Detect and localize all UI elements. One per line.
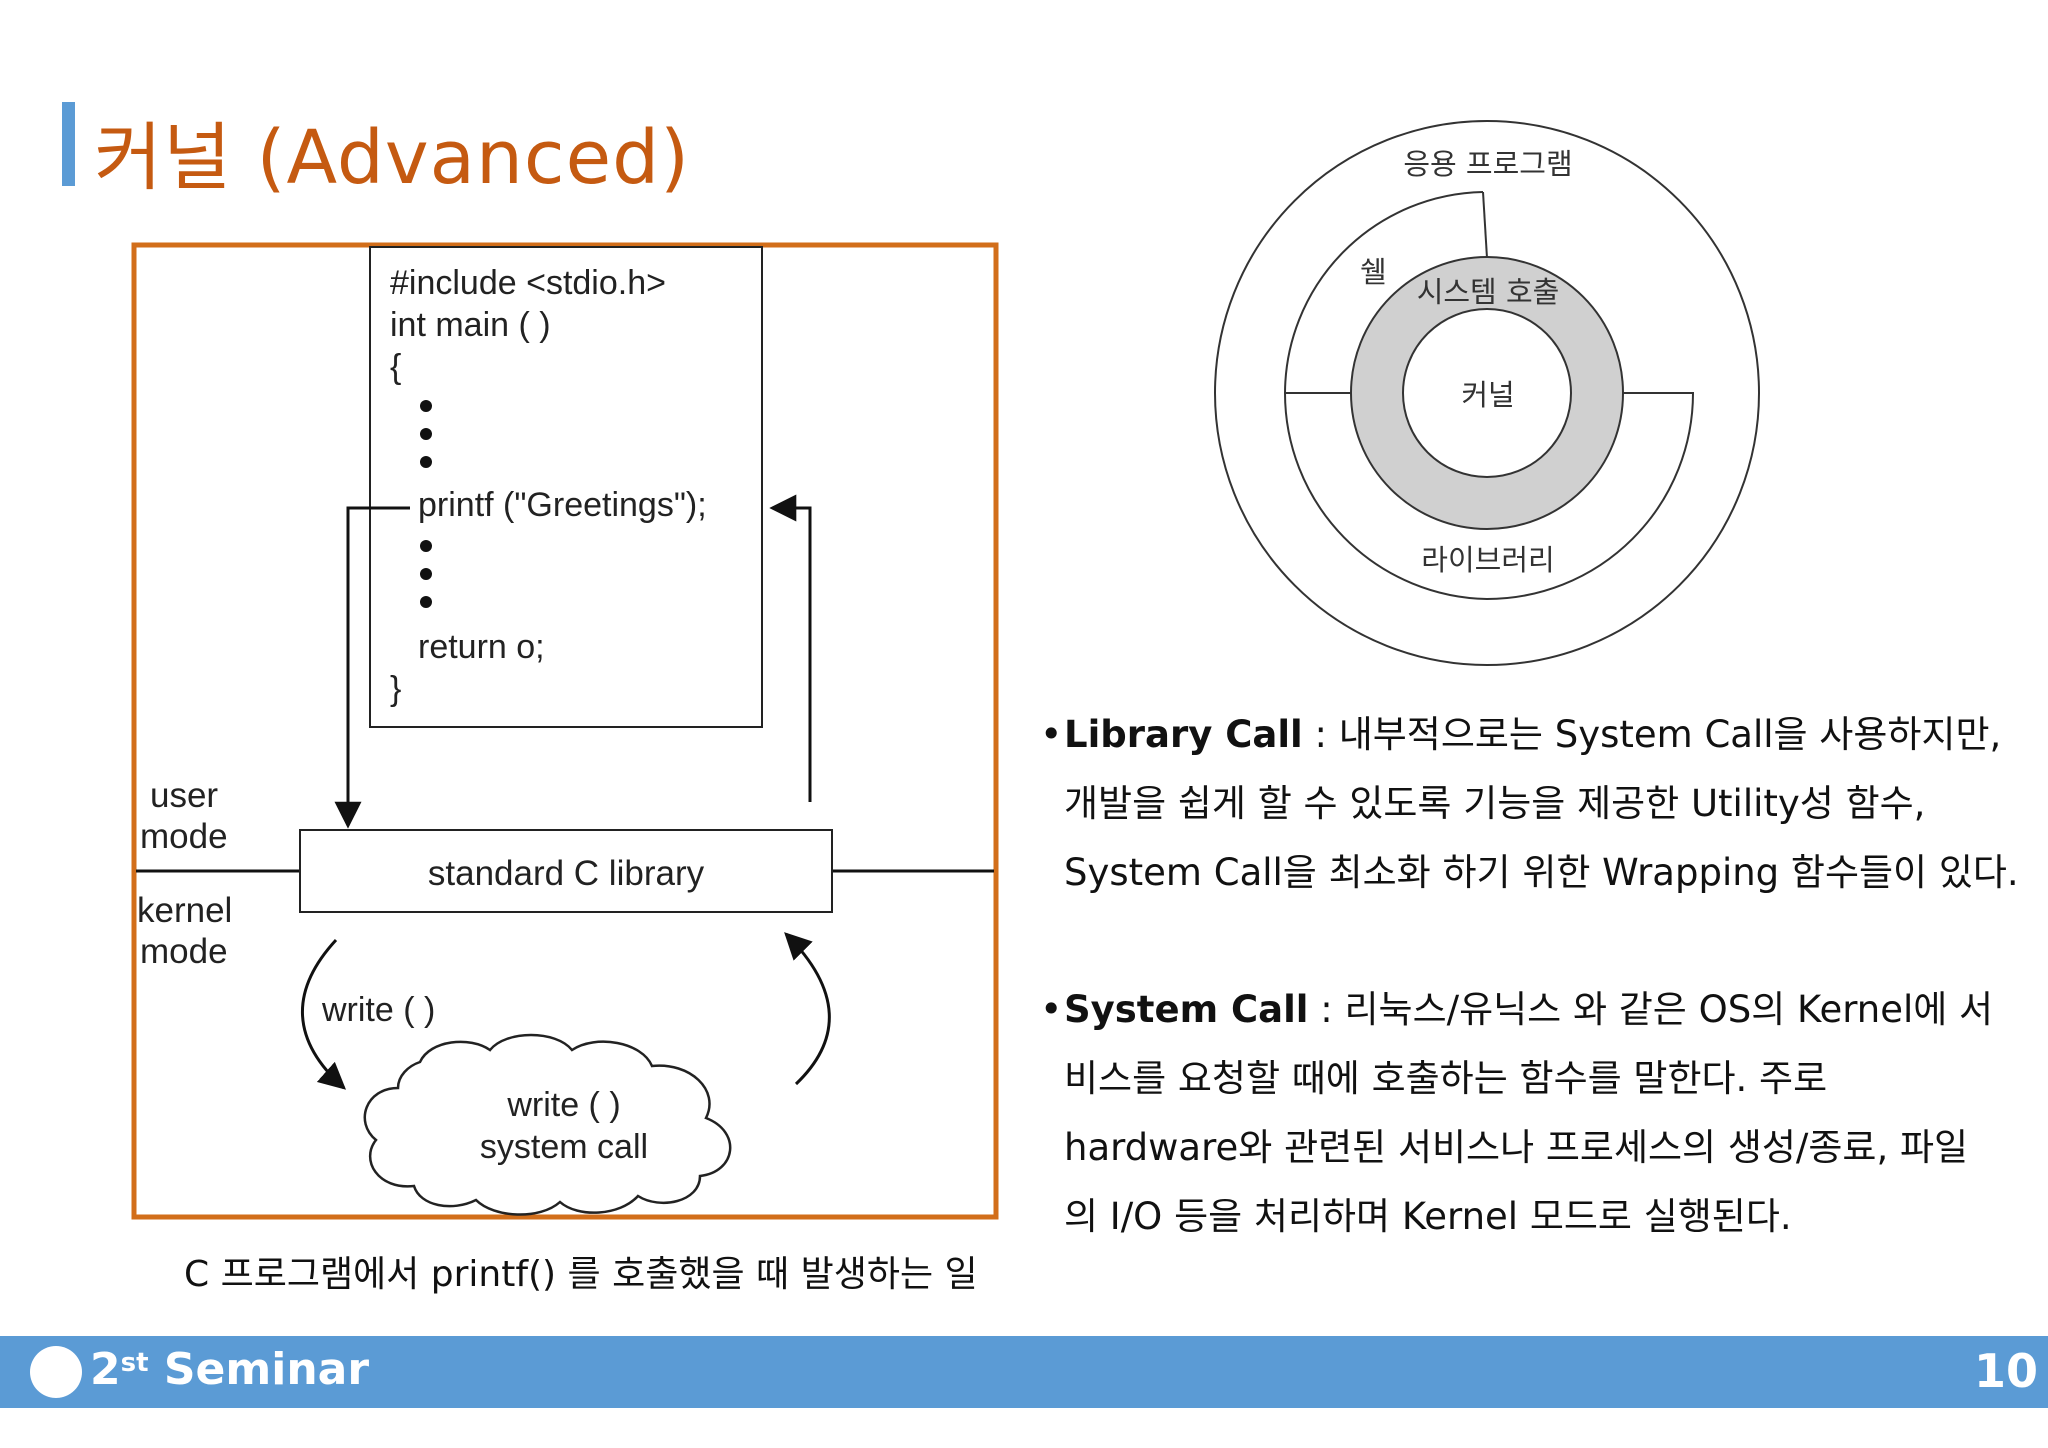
bullet-separator: : (1308, 988, 1345, 1031)
code-line-return: return o; (418, 628, 545, 666)
write-down-arrow (301, 938, 347, 1090)
call-arrow (334, 506, 410, 829)
footer-bar: 2st Seminar 10 (0, 1336, 2048, 1408)
kernel-mode-label-line2: mode (140, 932, 228, 971)
bullet-line: hardware와 관련된 서비스나 프로세스의 생성/종료, 파일 (1064, 1126, 1969, 1169)
bullet-line: 비스를 요청할 때에 호출하는 함수를 말한다. 주로 (1064, 1057, 1828, 1100)
shell-boundary (1283, 191, 1484, 394)
diagram-caption: C 프로그램에서 printf() 를 호출했을 때 발생하는 일 (184, 1254, 978, 1295)
library-boundary (1284, 392, 1695, 601)
standard-c-library-label: standard C library (428, 854, 705, 893)
return-arrow (769, 494, 812, 802)
ring-label-kernel: 커널 (1461, 378, 1514, 412)
ring-label-application: 응용 프로그램 (1403, 147, 1572, 181)
bullet-line: 개발을 쉽게 할 수 있도록 기능을 제공한 Utility성 함수, (1064, 782, 1926, 825)
title-accent-bar (62, 102, 75, 186)
system-call-cloud (363, 1033, 732, 1216)
footer-seminar-label: 2st Seminar (90, 1344, 369, 1395)
standard-c-library-box (299, 829, 833, 913)
code-line-main: int main ( ) (390, 306, 551, 344)
bullet-library-call: • Library Call : 내부적으로는 System Call을 사용하… (1040, 700, 2030, 907)
bullet-dot: • (1040, 712, 1063, 756)
ring-diagram: 응용 프로그램 쉘 시스템 호출 커널 라이브러리 (1214, 120, 1760, 666)
code-box (369, 246, 763, 728)
code-line-close-brace: } (390, 670, 401, 708)
user-mode-label-line2: mode (140, 817, 228, 856)
bullet-line: System Call을 최소화 하기 위한 Wrapping 함수들이 있다. (1064, 851, 2019, 894)
page-number: 10 (1973, 1344, 2038, 1398)
bullet-term: System Call (1064, 988, 1309, 1031)
code-line-open-brace: { (390, 348, 401, 386)
slide-title: 커널 (Advanced) (94, 115, 690, 201)
shell-boundary-left-edge (1482, 191, 1488, 259)
bullet-term: Library Call (1064, 713, 1303, 756)
bullet-text: 리눅스/유닉스 와 같은 OS의 Kernel에 서 (1344, 988, 1994, 1031)
diagram-frame (131, 242, 999, 1220)
write-call-label: write ( ) (321, 991, 435, 1029)
diagram-canvas: #include <stdio.h> int main ( ) { printf… (131, 120, 1760, 1220)
footer-label-text: Seminar (163, 1344, 370, 1395)
bullet-text: 내부적으로는 System Call을 사용하지만, (1338, 713, 2002, 756)
ring-label-shell: 쉘 (1360, 255, 1387, 289)
bullet-separator: : (1302, 713, 1339, 756)
bullet-system-call: • System Call : 리눅스/유닉스 와 같은 OS의 Kernel에… (1040, 975, 2030, 1251)
ring-label-library: 라이브러리 (1421, 543, 1554, 577)
user-mode-label-line1: user (150, 776, 218, 815)
bullet-line: 의 I/O 등을 처리하며 Kernel 모드로 실행된다. (1064, 1195, 1792, 1238)
bullet-line: Library Call : 내부적으로는 System Call을 사용하지만… (1064, 700, 2030, 769)
bullet-line: System Call : 리눅스/유닉스 와 같은 OS의 Kernel에 서 (1064, 975, 2030, 1044)
footer-ordinal-suffix: st (120, 1348, 149, 1378)
bullet-dot: • (1040, 987, 1063, 1031)
kernel-core (1402, 308, 1572, 478)
cloud-label-line2: system call (480, 1128, 648, 1166)
ring-label-system-call: 시스템 호출 (1417, 275, 1560, 309)
bullet-list: • Library Call : 내부적으로는 System Call을 사용하… (1040, 700, 2030, 1319)
footer-circle-icon (30, 1346, 82, 1398)
code-line-include: #include <stdio.h> (390, 264, 666, 302)
write-up-arrow (784, 932, 831, 1086)
cloud-label-line1: write ( ) (506, 1086, 620, 1124)
footer-ordinal: 2 (90, 1344, 121, 1395)
code-line-printf: printf ("Greetings"); (418, 486, 707, 524)
ellipsis-dots (420, 400, 432, 608)
kernel-mode-label-line1: kernel (137, 891, 232, 930)
